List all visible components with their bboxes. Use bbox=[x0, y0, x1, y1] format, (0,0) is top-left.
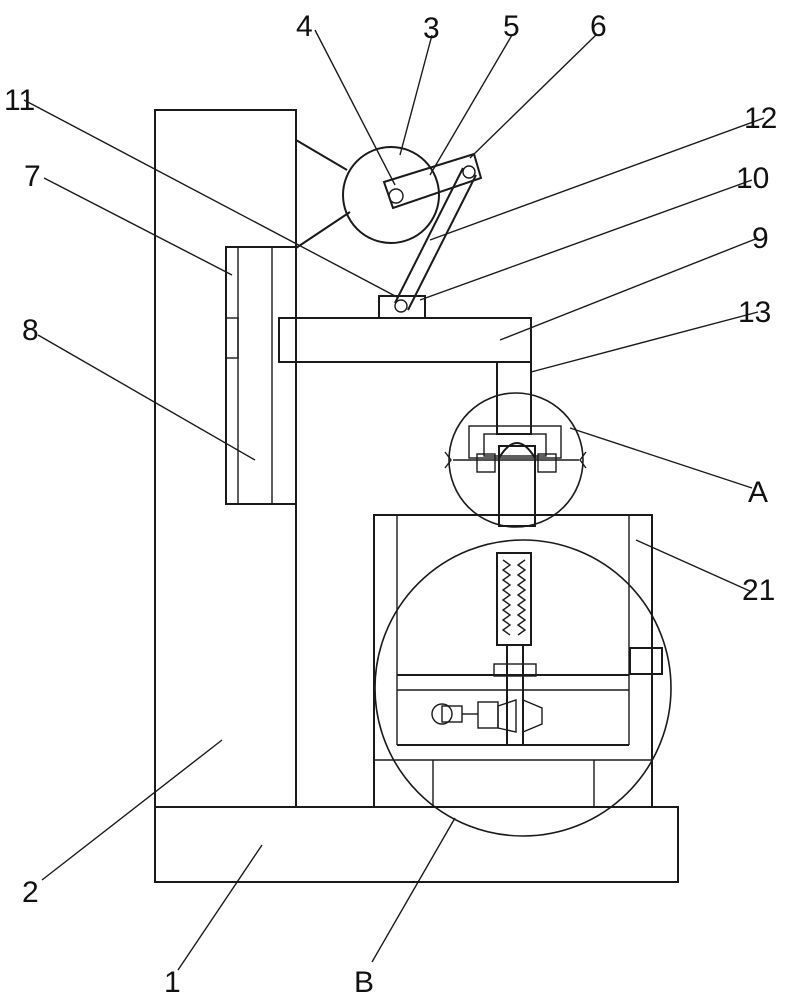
motor-disc-assembly bbox=[295, 139, 440, 249]
label-11: 11 bbox=[4, 84, 35, 117]
slide-rail-assembly bbox=[225, 246, 297, 505]
label-12: 12 bbox=[744, 102, 777, 135]
label-10: 10 bbox=[736, 162, 769, 195]
lower-frame bbox=[373, 514, 653, 808]
detail-b-circle bbox=[374, 539, 672, 837]
label-8: 8 bbox=[22, 314, 39, 347]
part-labels: 1 2 3 4 5 6 7 8 9 10 11 12 13 21 A B bbox=[4, 10, 777, 999]
label-13: 13 bbox=[738, 296, 771, 329]
label-9: 9 bbox=[752, 222, 769, 255]
pivot-4 bbox=[388, 188, 404, 204]
connecting-rod bbox=[394, 165, 477, 311]
screw-shaft bbox=[431, 552, 543, 746]
vertical-rod bbox=[496, 361, 532, 435]
label-21: 21 bbox=[742, 574, 775, 607]
label-1: 1 bbox=[164, 966, 181, 999]
label-b: B bbox=[354, 966, 374, 999]
leader-lines bbox=[23, 29, 765, 971]
label-2: 2 bbox=[22, 876, 39, 909]
clamp-detail-a bbox=[444, 392, 587, 528]
label-3: 3 bbox=[423, 12, 440, 45]
label-5: 5 bbox=[503, 10, 520, 43]
label-7: 7 bbox=[24, 160, 41, 193]
label-6: 6 bbox=[590, 10, 607, 43]
side-knob bbox=[629, 647, 663, 675]
crank-plate bbox=[382, 152, 483, 210]
label-a: A bbox=[748, 476, 768, 509]
hinge-seat bbox=[378, 295, 426, 319]
label-4: 4 bbox=[296, 10, 313, 43]
base-plate bbox=[154, 806, 679, 883]
horizontal-arm bbox=[278, 317, 532, 363]
